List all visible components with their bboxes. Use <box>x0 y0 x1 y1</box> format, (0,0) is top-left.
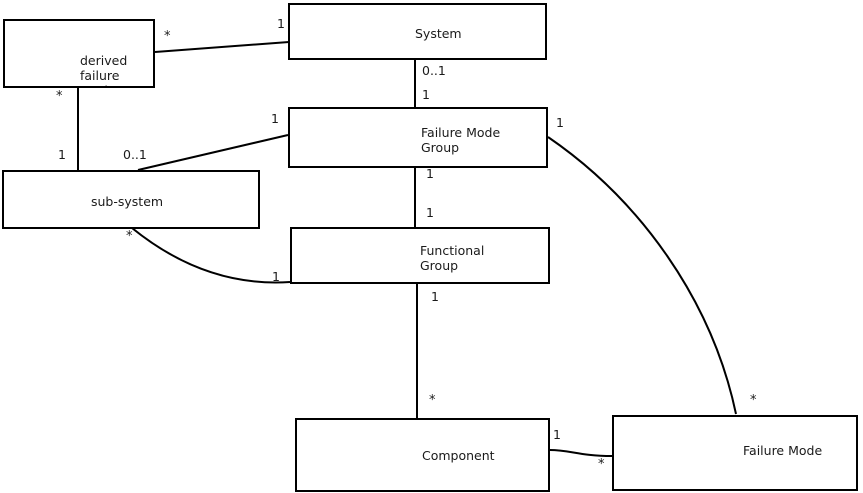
multiplicity-label-mult-fg-to-component-target: * <box>429 393 436 408</box>
multiplicity-label-mult-fmg-to-fm-target: * <box>750 393 757 408</box>
multiplicity-label-mult-fg-to-component-source: 1 <box>431 289 439 304</box>
class-name-system: System <box>415 26 462 41</box>
class-box-component[interactable]: Component <box>295 418 550 492</box>
class-name-derived-failure-mode: derived failure mode <box>80 53 128 86</box>
multiplicity-label-mult-subsystem-to-fmg-target: 1 <box>271 111 279 126</box>
class-box-failure-mode-group[interactable]: Failure Mode Group <box>288 107 548 168</box>
connector-component-to-failure-mode <box>549 449 613 457</box>
multiplicity-label-mult-dfm-to-subsystem-source: * <box>56 89 63 104</box>
connector-sub-system-to-functional-group <box>131 227 291 284</box>
class-name-failure-mode-group: Failure Mode Group <box>421 125 501 155</box>
class-box-sub-system[interactable]: sub-system <box>2 170 260 229</box>
multiplicity-label-mult-subsystem-to-fg-source: * <box>126 229 133 244</box>
class-name-failure-mode: Failure Mode <box>743 443 823 458</box>
multiplicity-label-mult-dfm-to-subsystem-target: 1 <box>58 147 66 162</box>
multiplicity-label-mult-fmg-to-fm-source: 1 <box>556 115 564 130</box>
class-name-functional-group: Functional Group <box>420 243 485 273</box>
class-box-system[interactable]: System <box>288 3 547 60</box>
connector-sub-system-to-failure-mode-group <box>137 134 289 171</box>
multiplicity-label-mult-system-to-fmg-source: 0..1 <box>422 63 446 78</box>
connector-derived-failure-mode-to-system <box>154 41 290 53</box>
multiplicity-label-mult-component-to-fm-target: * <box>598 457 605 472</box>
multiplicity-label-mult-subsystem-to-fg-target: 1 <box>272 269 280 284</box>
multiplicity-label-mult-dfm-to-system-target: 1 <box>277 16 285 31</box>
multiplicity-label-mult-system-to-fmg-target: 1 <box>422 87 430 102</box>
multiplicity-label-mult-fmg-to-fg-source: 1 <box>426 166 434 181</box>
class-box-derived-failure-mode[interactable]: derived failure mode <box>3 19 155 88</box>
multiplicity-label-mult-component-to-fm-source: 1 <box>553 427 561 442</box>
multiplicity-label-mult-dfm-to-system-source: * <box>164 29 171 44</box>
connector-failure-mode-group-to-failure-mode <box>547 136 737 415</box>
class-box-functional-group[interactable]: Functional Group <box>290 227 550 284</box>
class-name-sub-system: sub-system <box>91 194 164 209</box>
class-box-failure-mode[interactable]: Failure Mode <box>612 415 858 491</box>
multiplicity-label-mult-subsystem-to-fmg-source: 0..1 <box>123 147 147 162</box>
class-name-component: Component <box>422 448 495 463</box>
multiplicity-label-mult-fmg-to-fg-target: 1 <box>426 205 434 220</box>
